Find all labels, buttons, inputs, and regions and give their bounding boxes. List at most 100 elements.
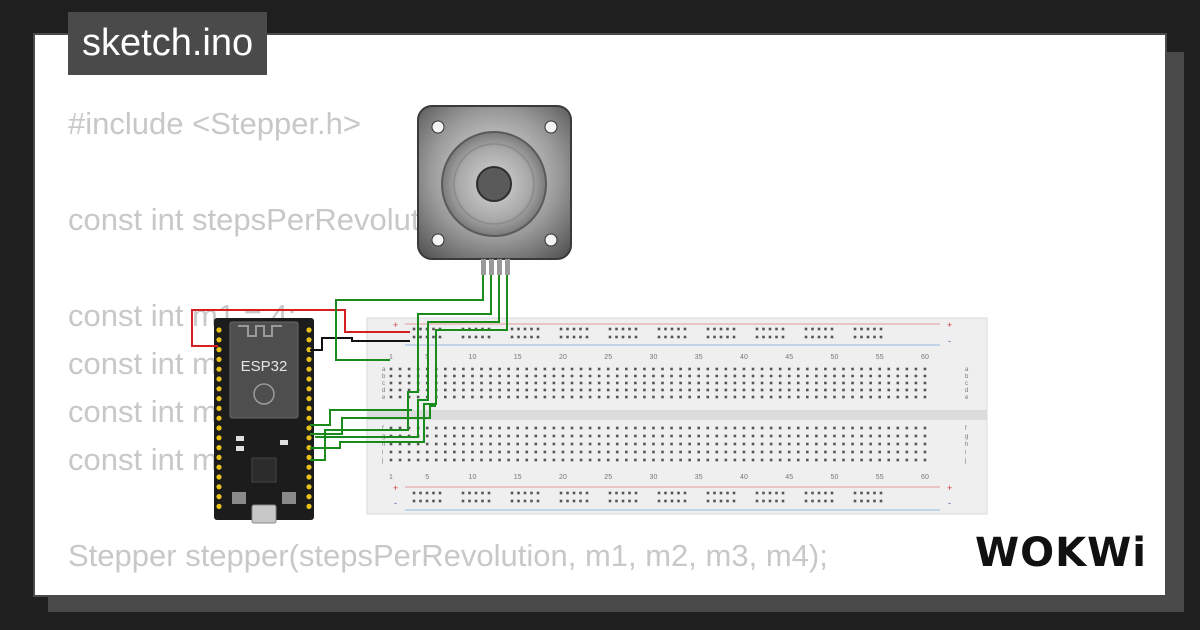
breadboard-hole [670,381,673,385]
breadboard-hole [787,374,791,378]
breadboard-hole [480,458,483,462]
breadboard-hole [842,450,845,454]
rail-minus-label: - [394,498,397,508]
breadboard-hole [438,491,442,495]
motor-pin [505,259,510,275]
breadboard-hole [552,374,556,378]
breadboard-hole [462,395,465,399]
column-number: 55 [876,354,884,361]
breadboard-hole [733,367,737,371]
breadboard-hole [579,381,583,385]
breadboard-hole [407,442,411,446]
breadboard-hole [775,335,778,339]
breadboard-hole [742,374,746,378]
breadboard-hole [869,458,872,462]
breadboard-hole [398,426,402,430]
row-letter: j [381,458,383,464]
breadboard-hole [561,367,565,371]
breadboard-hole [615,442,619,446]
breadboard-hole [566,499,569,503]
breadboard-hole [453,388,456,392]
breadboard-hole [732,335,736,339]
breadboard-hole [480,442,483,446]
breadboard-hole [713,491,716,495]
breadboard-hole [760,450,764,454]
breadboard-hole [851,458,854,462]
breadboard-hole [887,388,891,392]
breadboard-hole [579,499,582,503]
breadboard-hole [804,499,808,503]
breadboard-hole [389,395,393,399]
wifi-module [229,321,299,419]
breadboard-hole [480,426,483,430]
breadboard-hole [516,442,519,446]
breadboard-hole [510,327,514,331]
breadboard-hole [853,491,857,495]
breadboard-hole [572,327,576,331]
column-number: 1 [389,354,393,361]
breadboard-hole [811,335,814,339]
breadboard-hole [923,374,927,378]
breadboard-hole [873,499,876,503]
breadboard-hole [570,367,574,371]
breadboard-hole [706,442,710,446]
breadboard-hole [419,491,422,495]
breadboard-hole [597,374,601,378]
breadboard-hole [407,388,411,392]
column-number: 45 [785,354,793,361]
board-pin [216,454,222,460]
board-pin [216,356,222,362]
boot-button [232,492,246,504]
breadboard-hole [683,327,687,331]
column-number: 10 [469,474,477,481]
breadboard-hole [621,327,625,331]
breadboard-hole [570,381,574,385]
breadboard-hole [552,458,556,462]
breadboard-hole [896,426,900,430]
breadboard-hole [608,491,612,495]
breadboard-hole [652,450,655,454]
breadboard-hole [853,335,857,339]
breadboard-hole [715,367,719,371]
breadboard-hole [597,367,601,371]
breadboard-hole [811,491,814,495]
breadboard-hole [923,395,927,399]
breadboard-hole [679,426,682,430]
breadboard-hole [425,434,429,438]
column-number: 60 [921,474,929,481]
breadboard-hole [697,450,700,454]
breadboard-hole [566,491,569,495]
board-pin [216,327,222,333]
breadboard-hole [552,388,556,392]
breadboard-hole [715,434,719,438]
breadboard-hole [724,442,728,446]
breadboard-hole [615,458,619,462]
mounting-hole [544,233,558,247]
breadboard-hole [896,381,900,385]
breadboard-hole [588,381,592,385]
breadboard-hole [815,388,818,392]
breadboard-hole [706,367,710,371]
row-letter: a [382,367,386,373]
breadboard-hole [762,499,765,503]
breadboard-hole [444,458,447,462]
breadboard-hole [652,367,655,371]
breadboard-hole [552,450,556,454]
breadboard-hole [787,434,791,438]
breadboard-hole [815,450,818,454]
breadboard-hole [830,327,834,331]
breadboard-hole [715,458,719,462]
row-letter: c [382,381,385,387]
breadboard-hole [688,458,691,462]
breadboard-hole [525,388,529,392]
breadboard-hole [923,381,927,385]
breadboard-hole [438,499,442,503]
breadboard-hole [869,395,872,399]
breadboard-hole [860,327,863,331]
breadboard-hole [677,335,680,339]
breadboard-hole [664,491,667,495]
breadboard-hole [887,374,891,378]
breadboard-hole [811,327,814,331]
breadboard-hole [561,434,565,438]
breadboard-hole [670,499,674,503]
